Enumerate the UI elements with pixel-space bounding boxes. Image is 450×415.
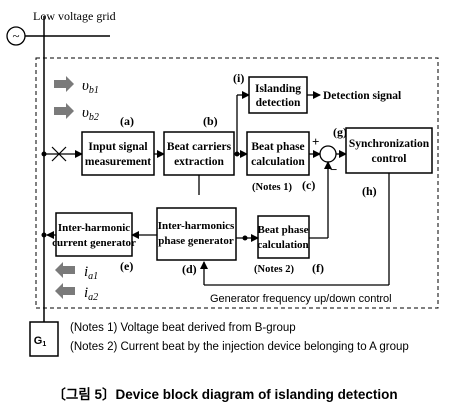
- svg-text:detection: detection: [256, 97, 301, 109]
- voltage-signal-b1: υb1: [54, 76, 99, 96]
- svg-text:current generator: current generator: [52, 237, 136, 249]
- tag-h: (h): [362, 184, 377, 198]
- svg-text:phase generator: phase generator: [158, 235, 234, 247]
- sum-plus-sign: +: [312, 134, 319, 149]
- svg-text:Beat carriers: Beat carriers: [167, 141, 232, 153]
- svg-text:G1: G1: [34, 335, 47, 348]
- svg-text:Synchronization: Synchronization: [349, 138, 430, 150]
- tag-f: (f): [312, 261, 324, 275]
- summing-junction: [319, 145, 337, 163]
- figure-caption: 〔그림 5〕Device block diagram of islanding …: [52, 387, 397, 402]
- block-synchronization: Synchronization control: [345, 127, 433, 174]
- notes2-tag: (Notes 2): [254, 264, 294, 275]
- block-beat-phase-calc-2: Beat phase calculation: [257, 215, 310, 259]
- svg-text:Beat phase: Beat phase: [251, 141, 304, 153]
- ac-source-icon: ~: [6, 26, 26, 46]
- svg-text:extraction: extraction: [174, 156, 224, 168]
- block-beat-phase-calc-1: Beat phase calculation: [246, 131, 310, 176]
- svg-text:~: ~: [12, 28, 19, 43]
- svg-text:υb2: υb2: [82, 105, 99, 123]
- block-islanding-detection: Islanding detection: [248, 76, 308, 114]
- injection-point-dot: [41, 232, 47, 238]
- branch-dot-phase: [242, 235, 248, 241]
- sum-minus-sign: −: [330, 162, 337, 177]
- tag-b: (b): [203, 114, 218, 128]
- voltage-signal-b2: υb2: [54, 103, 99, 123]
- tag-d: (d): [182, 262, 197, 276]
- svg-text:Islanding: Islanding: [255, 83, 301, 95]
- tag-c: (c): [302, 178, 315, 192]
- svg-text:Input signal: Input signal: [88, 141, 147, 153]
- freq-control-label: Generator frequency up/down control: [210, 293, 392, 305]
- svg-text:ia1: ia1: [84, 264, 98, 282]
- svg-text:calculation: calculation: [257, 239, 308, 251]
- note-1: (Notes 1) Voltage beat derived from B-gr…: [70, 322, 296, 334]
- tag-g: (g): [333, 125, 347, 139]
- svg-text:Inter-harmonics: Inter-harmonics: [158, 220, 235, 232]
- svg-text:ia2: ia2: [84, 285, 98, 303]
- block-beat-carriers: Beat carriers extraction: [163, 131, 235, 176]
- current-signal-a2: ia2: [55, 283, 98, 303]
- current-signal-a1: ia1: [55, 262, 98, 282]
- tag-e: (e): [120, 259, 133, 273]
- tag-i: (i): [233, 71, 244, 85]
- note-2: (Notes 2) Current beat by the injection …: [70, 341, 409, 353]
- device-boundary: [35, 57, 439, 309]
- grid-label: Low voltage grid: [33, 9, 116, 23]
- notes1-tag: (Notes 1): [252, 182, 292, 193]
- generator-block: G1: [29, 321, 59, 357]
- detection-signal-label: Detection signal: [323, 90, 401, 102]
- block-interharmonics-phase-gen: Inter-harmonics phase generator: [156, 207, 237, 261]
- block-input-measurement: Input signal measurement: [81, 131, 155, 176]
- svg-text:measurement: measurement: [85, 156, 151, 168]
- block-interharmonic-current-gen: Inter-harmonic current generator: [52, 212, 136, 257]
- tag-a: (a): [120, 114, 134, 128]
- svg-text:Beat phase: Beat phase: [257, 224, 308, 236]
- svg-text:Inter-harmonic: Inter-harmonic: [58, 222, 130, 234]
- svg-text:υb1: υb1: [82, 78, 99, 96]
- svg-text:calculation: calculation: [251, 156, 305, 168]
- svg-text:control: control: [372, 153, 407, 165]
